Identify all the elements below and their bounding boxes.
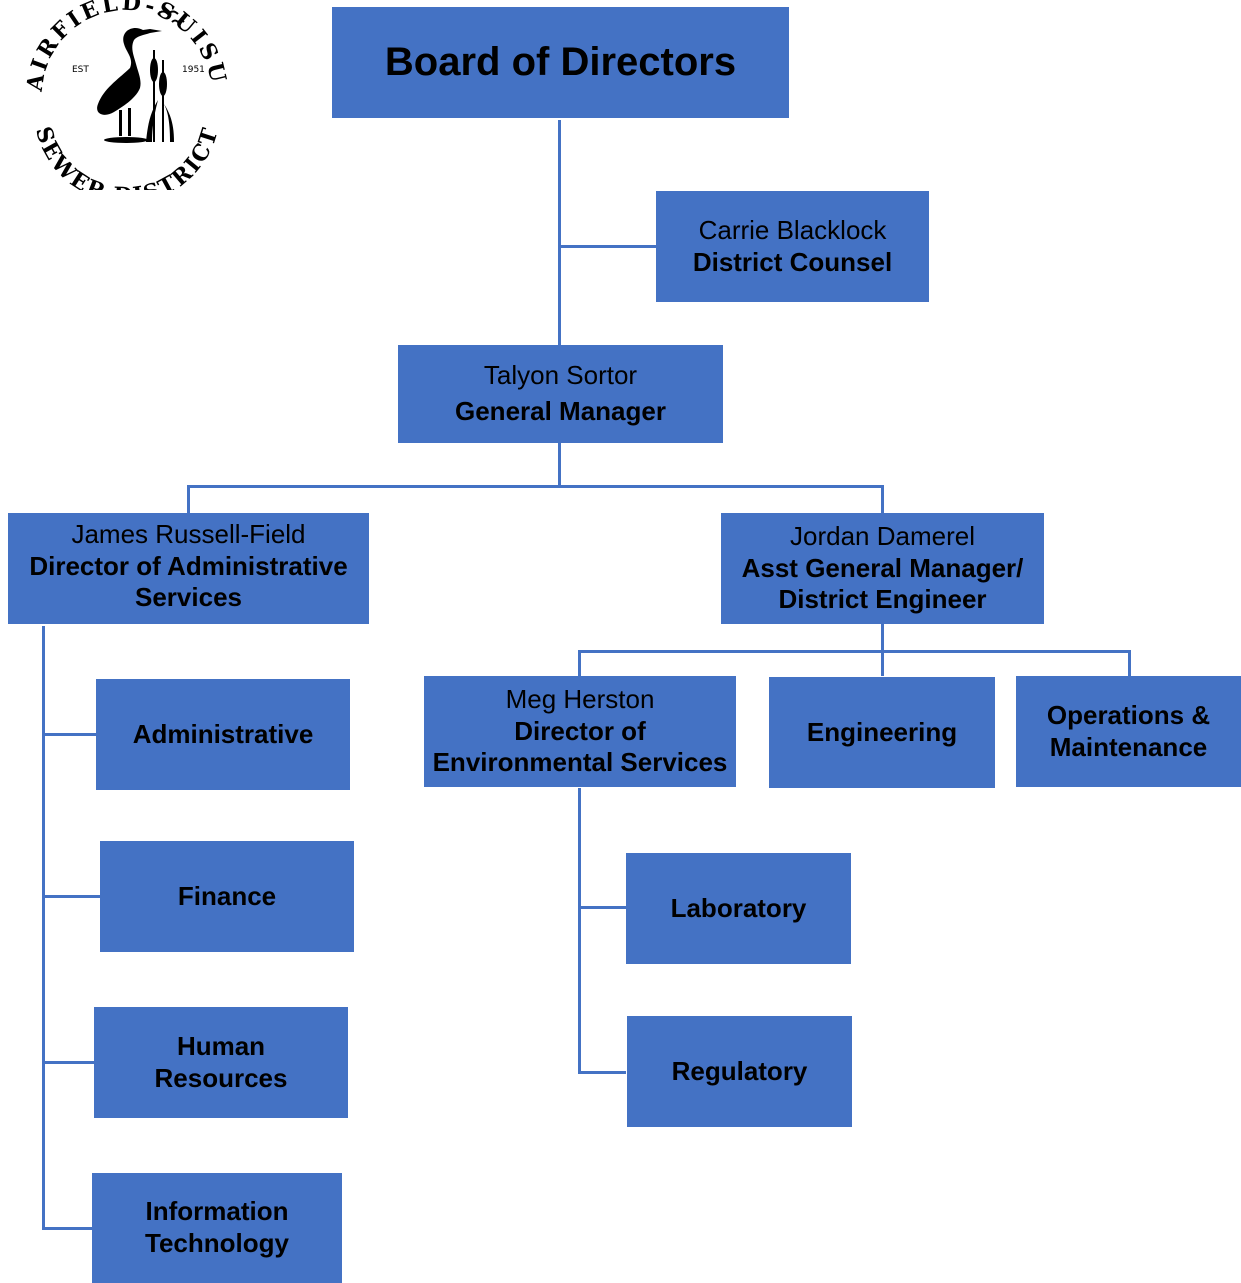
agm-name: Jordan Damerel <box>790 520 975 551</box>
board-of-directors-box: Board of Directors <box>332 7 789 118</box>
svg-text:SEWER DISTRICT: SEWER DISTRICT <box>30 124 224 190</box>
it-label-line2: Technology <box>145 1228 289 1258</box>
agm-title-line2: District Engineer <box>778 584 987 615</box>
engineering-box: Engineering <box>769 677 995 788</box>
administrative-label: Administrative <box>132 718 314 749</box>
regulatory-box: Regulatory <box>627 1016 852 1127</box>
information-technology-box: Information Technology <box>92 1173 342 1283</box>
administrative-box: Administrative <box>96 679 350 790</box>
connector <box>42 1227 92 1230</box>
agm-box: Jordan Damerel Asst General Manager/ Dis… <box>721 513 1044 624</box>
connector <box>42 733 96 736</box>
finance-label: Finance <box>177 880 277 911</box>
district-counsel-box: Carrie Blacklock District Counsel <box>656 191 929 302</box>
gm-name: Talyon Sortor <box>483 360 638 391</box>
connector <box>42 626 45 1230</box>
connector <box>42 895 100 898</box>
admin-director-title: Director of Administrative Services <box>29 550 348 613</box>
finance-box: Finance <box>100 841 354 952</box>
human-resources-box: Human Resources <box>94 1007 348 1118</box>
connector <box>578 650 581 676</box>
env-director-box: Meg Herston Director of Environmental Se… <box>424 676 736 787</box>
connector <box>558 120 561 346</box>
env-director-name: Meg Herston <box>505 683 655 714</box>
hr-label-line1: Human <box>176 1030 266 1061</box>
board-title: Board of Directors <box>384 40 737 85</box>
connector <box>1128 650 1131 676</box>
connector <box>881 485 884 513</box>
district-logo: FAIRFIELD-SUISUN SEWER DISTRICT EST 1951 <box>20 0 229 190</box>
env-director-title-line1: Director of <box>514 715 646 746</box>
counsel-name: Carrie Blacklock <box>698 214 887 245</box>
connector <box>578 650 1131 653</box>
logo-bottom-text: SEWER DISTRICT <box>30 124 222 190</box>
heron-icon <box>97 27 162 143</box>
cattail-icon <box>146 50 174 142</box>
operations-label-line1: Operations & <box>1046 699 1211 730</box>
agm-title-line1: Asst General Manager/ <box>741 552 1024 583</box>
logo-year-text: 1951 <box>182 65 205 75</box>
regulatory-label: Regulatory <box>671 1055 808 1086</box>
admin-director-box: James Russell-Field Director of Administ… <box>8 513 369 624</box>
connector <box>187 485 884 488</box>
connector <box>187 485 190 513</box>
admin-director-name: James Russell-Field <box>71 519 306 549</box>
it-label-line1: Information <box>145 1196 289 1227</box>
connector <box>558 245 656 248</box>
connector <box>42 1061 94 1064</box>
laboratory-label: Laboratory <box>670 892 807 923</box>
connector <box>578 1071 626 1074</box>
counsel-title: District Counsel <box>692 246 893 277</box>
laboratory-box: Laboratory <box>626 853 851 964</box>
connector <box>558 443 561 487</box>
gm-title: General Manager <box>455 396 666 426</box>
connector <box>578 788 581 1074</box>
birds-icon <box>157 10 185 24</box>
engineering-label: Engineering <box>806 716 958 747</box>
operations-box: Operations & Maintenance <box>1016 676 1241 787</box>
logo-est-text: EST <box>72 65 89 75</box>
connector <box>578 906 626 909</box>
general-manager-box: Talyon Sortor General Manager <box>398 345 723 443</box>
operations-label-line2: Maintenance <box>1049 731 1208 762</box>
hr-label-line2: Resources <box>154 1062 288 1093</box>
env-director-title-line2: Environmental Services <box>432 747 728 778</box>
